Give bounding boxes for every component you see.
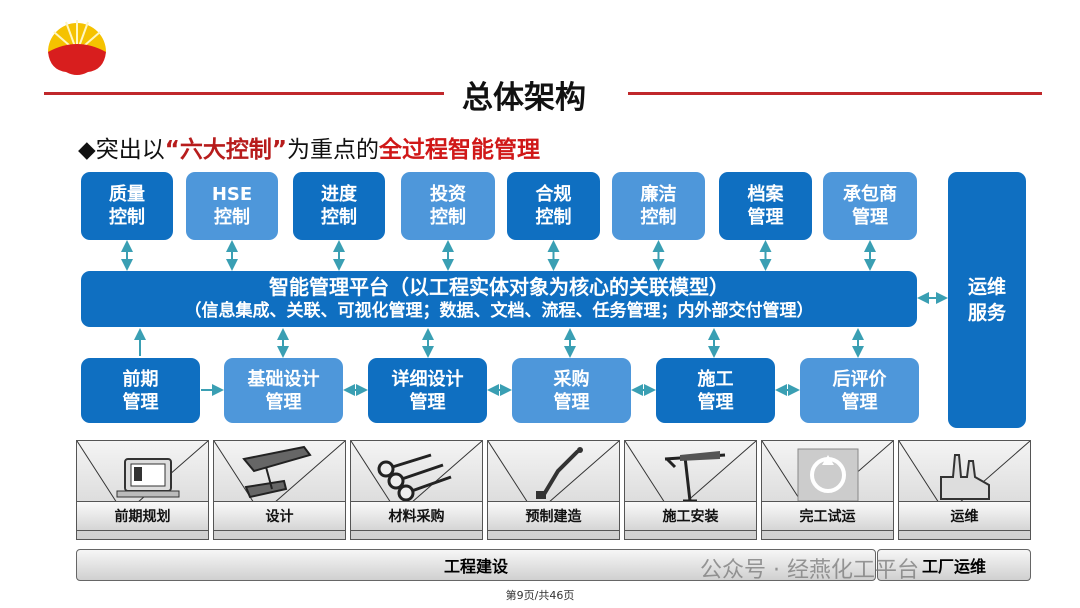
subtitle-quote: “六大控制” [164,137,287,163]
steel-beam-icon [242,445,312,499]
stage-label: 运维 [899,501,1030,531]
phase-box: 基础设计 管理 [224,358,343,423]
stage-label: 预制建造 [488,501,619,531]
phase-box: 后评价 管理 [800,358,919,423]
control-box: 档案 管理 [719,172,812,240]
stage-tile: 材料采购 [350,440,483,540]
subtitle: ◆突出以“六大控制”为重点的全过程智能管理 [78,130,540,164]
stage-tile: 预制建造 [487,440,620,540]
stage-label: 施工安装 [625,501,756,531]
subtitle-prefix: ◆突出以 [78,137,165,163]
stage-tile: 施工安装 [624,440,757,540]
subtitle-mid: 为重点的 [286,137,379,163]
phase-box: 施工 管理 [656,358,775,423]
page-title: 总体架构 [462,80,586,116]
stage-label: 材料采购 [351,501,482,531]
title-rule-right [628,92,1042,95]
startup-icon [797,448,859,502]
phase-box: 采购 管理 [512,358,631,423]
title-rule-left [44,92,444,95]
pipes-icon [377,453,452,502]
subtitle-highlight: 全过程智能管理 [378,137,540,163]
control-box: 合规 控制 [507,172,600,240]
company-logo [48,20,106,75]
stage-label: 完工试运 [762,501,893,531]
factory-icon [940,454,990,500]
plant-ops-bar: 工厂运维 [877,549,1031,581]
smart-platform: 智能管理平台（以工程实体对象为核心的关联模型） （信息集成、关联、可视化管理；数… [81,271,917,327]
watermark: 公众号 · 经燕化工平台 [700,558,919,583]
stage-label: 前期规划 [77,501,208,531]
stage-tile: 设计 [213,440,346,540]
control-box: 承包商 管理 [823,172,917,240]
stage-tile: 前期规划 [76,440,209,540]
control-box: 进度 控制 [293,172,385,240]
page-number: 第9页/共46页 [505,589,575,602]
phase-box: 详细设计 管理 [368,358,487,423]
control-box: 廉洁 控制 [612,172,705,240]
crane-icon [664,451,726,503]
connector-arrows [121,240,948,396]
platform-detail: （信息集成、关联、可视化管理；数据、文档、流程、任务管理；内外部交付管理） [184,301,814,321]
laptop-icon [116,458,180,498]
construction-bar: 工程建设 [76,549,876,581]
welding-torch-icon [536,447,583,499]
control-box: 投资 控制 [401,172,495,240]
stage-label: 设计 [214,501,345,531]
stage-tile: 运维 [898,440,1031,540]
platform-title: 智能管理平台（以工程实体对象为核心的关联模型） [269,275,729,299]
operations-service: 运维 服务 [948,172,1026,428]
phase-box: 前期 管理 [81,358,200,423]
stage-tile: 完工试运 [761,440,894,540]
control-box: HSE 控制 [186,172,278,240]
control-box: 质量 控制 [81,172,173,240]
